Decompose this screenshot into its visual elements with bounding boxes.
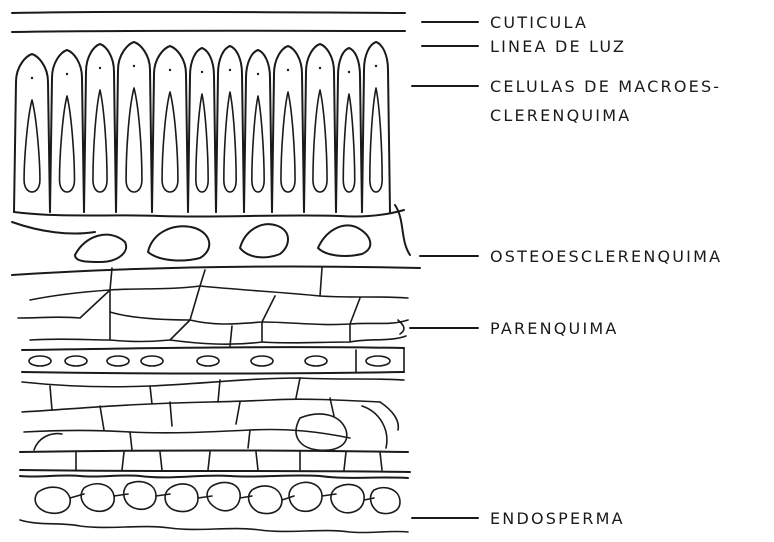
osteo-cell: [148, 226, 209, 260]
label-endosperma: ENDOSPERMA: [490, 509, 625, 528]
parenchyma-round-cell: [296, 414, 347, 450]
label-macrosclerenchyma-line2: CLERENQUIMA: [490, 106, 631, 125]
cell-dot: [133, 65, 135, 67]
pigment-cell: [29, 356, 51, 366]
cell-lumen: [24, 100, 40, 192]
label-parenquima: PARENQUIMA: [490, 319, 619, 338]
pigment-cell: [366, 356, 390, 366]
pigment-cell: [107, 356, 129, 366]
label-osteosclerenchyma: OSTEOESCLERENQUIMA: [490, 247, 722, 266]
pigment-cell: [197, 356, 219, 366]
inner-band: [20, 451, 410, 473]
macrosclereid-cell: [362, 42, 390, 212]
cell-dot: [229, 69, 231, 71]
cuticula-layer: [12, 12, 405, 32]
cell-lumen: [313, 90, 327, 192]
pigmented-cell-row: [22, 347, 404, 373]
macrosclereid-cell: [116, 42, 152, 212]
cell-lumen: [60, 96, 75, 192]
pigment-cell: [65, 356, 87, 366]
cell-lumen: [281, 92, 295, 192]
label-macrosclerenchyma-line1: CELULAS DE MACROES-: [490, 77, 721, 96]
endosperm-cells: [20, 475, 408, 532]
parenchyma-upper-cells: [18, 268, 408, 346]
cell-dot: [319, 67, 321, 69]
cell-dot: [169, 69, 171, 71]
pigment-cell: [141, 356, 163, 366]
cell-dot: [201, 71, 203, 73]
cell-dot: [375, 65, 377, 67]
cell-lumen: [224, 92, 236, 192]
cell-dot: [257, 73, 259, 75]
pigment-cell: [305, 356, 327, 366]
cell-dot: [348, 71, 350, 73]
pigment-cell: [251, 356, 273, 366]
osteo-cell: [240, 224, 288, 257]
cell-dot: [99, 67, 101, 69]
cell-lumen: [162, 92, 178, 192]
palisade-base-line: [14, 210, 404, 217]
labels: CUTICULA LINEA DE LUZ CELULAS DE MACROES…: [490, 13, 722, 528]
cell-dot: [287, 69, 289, 71]
cell-lumen: [93, 90, 107, 192]
cell-dot: [66, 73, 68, 75]
osteo-cell: [75, 235, 126, 262]
cell-lumen: [252, 96, 264, 192]
cell-lumen: [343, 94, 354, 192]
cell-dot: [31, 77, 33, 79]
cell-lumen: [196, 94, 208, 192]
leader-lines: [410, 22, 478, 518]
osteo-cell: [318, 225, 370, 256]
parenchyma-lower-cells: [22, 378, 404, 450]
label-cuticula: CUTICULA: [490, 13, 588, 32]
cell-lumen: [126, 88, 142, 192]
label-linea-de-luz: LINEA DE LUZ: [490, 37, 626, 56]
cell-lumen: [370, 88, 382, 192]
macrosclerenchyma-cell-row: [14, 42, 404, 217]
